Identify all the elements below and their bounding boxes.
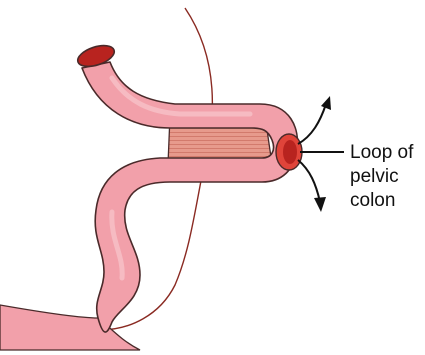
arrowhead-down	[314, 197, 326, 212]
arrow-down	[298, 160, 320, 202]
arrowhead-up	[321, 96, 331, 110]
colon-tube	[82, 62, 298, 332]
label-colon: colon	[350, 190, 395, 212]
label-loop-of: Loop of	[350, 142, 413, 164]
label-pelvic: pelvic	[350, 166, 399, 188]
arrow-up	[298, 104, 326, 144]
loop-apex-inner	[283, 140, 297, 164]
